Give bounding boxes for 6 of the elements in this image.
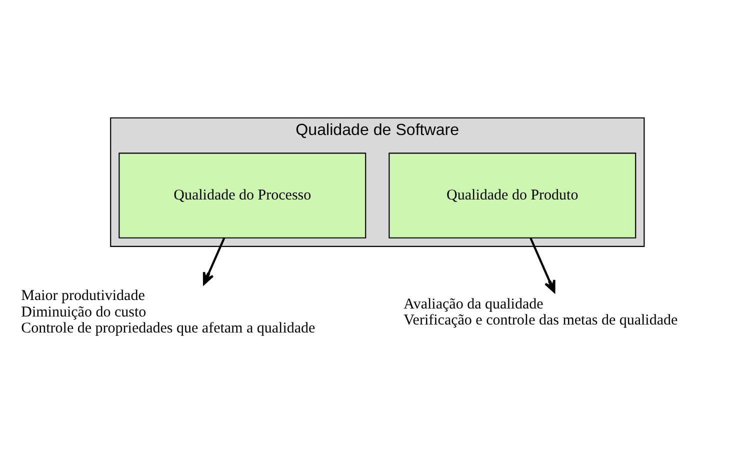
node-text: Avaliação da qualidade Verificação e controle das metas de qualidade: [404, 296, 678, 328]
arrow: [530, 238, 556, 293]
node-text: Maior produtividade Diminuição do custo Controle de propriedades que afetam a qualidade: [21, 288, 316, 336]
node-box: Qualidade do Processo: [118, 152, 366, 238]
node-box: Qualidade do Produto: [388, 152, 636, 238]
arrow: [202, 238, 226, 285]
